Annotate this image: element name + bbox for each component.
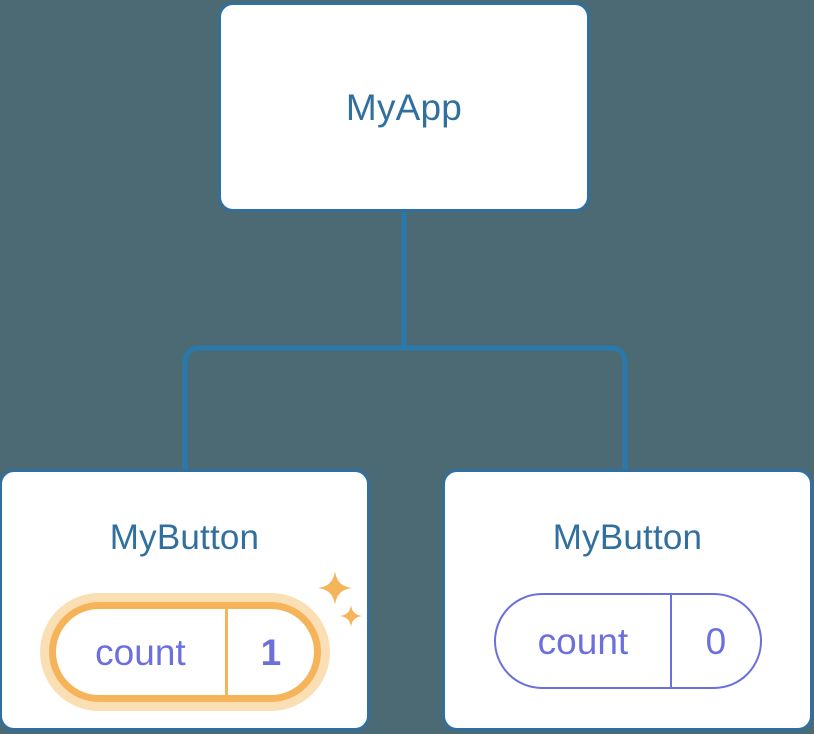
node-myapp[interactable]: MyApp — [218, 2, 590, 212]
state-pill-highlighted[interactable]: count 1 — [48, 602, 321, 702]
node-title: MyButton — [552, 518, 703, 557]
state-key: count — [56, 609, 229, 695]
node-mybutton-left[interactable]: MyButton count 1 — [0, 469, 370, 731]
state-pill-glow: count 1 — [39, 571, 362, 711]
edge-branch-right — [404, 345, 628, 470]
state-value: 1 — [260, 631, 282, 673]
sparkle-four-point-icon — [339, 605, 362, 627]
sparkle-four-point-icon — [317, 571, 352, 605]
state-key: count — [496, 595, 673, 687]
state-value: 0 — [705, 620, 727, 662]
sparkle-group — [316, 571, 372, 641]
node-mybutton-right[interactable]: MyButton count 0 — [442, 469, 813, 731]
state-pill-container: count 0 — [445, 593, 810, 689]
node-title: MyButton — [109, 518, 260, 557]
node-title: MyApp — [345, 87, 463, 128]
edge-branch-left — [182, 345, 404, 470]
state-pill[interactable]: count 0 — [493, 593, 762, 689]
state-pill-container: count 1 — [2, 571, 367, 711]
